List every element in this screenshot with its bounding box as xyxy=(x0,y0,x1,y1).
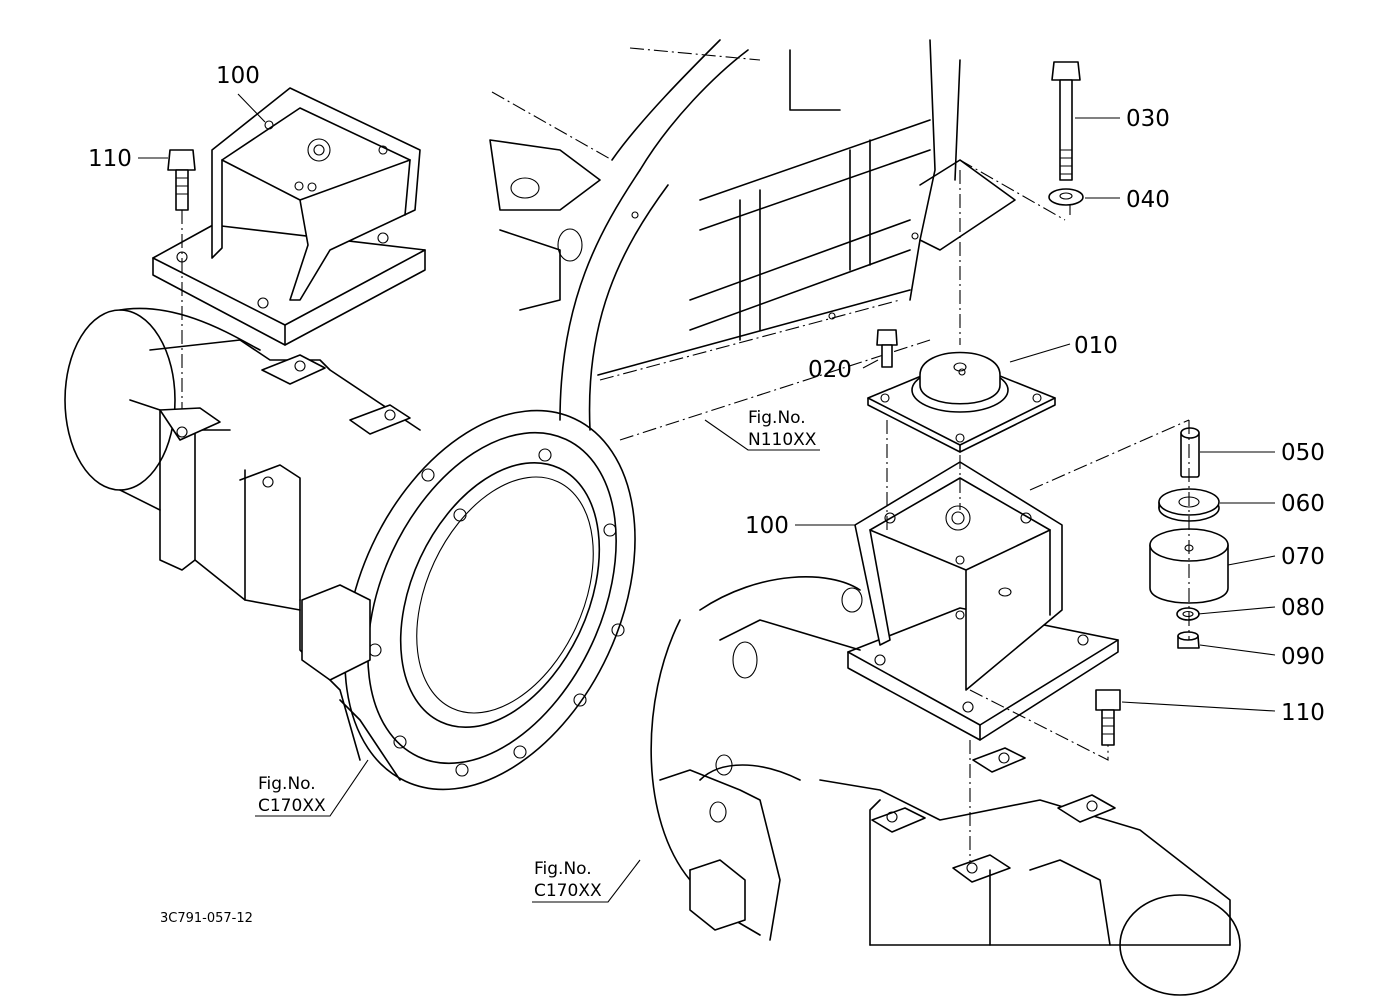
washer-040 xyxy=(1048,188,1084,206)
frame-assembly xyxy=(489,39,1066,441)
fig-ref-n110-line2: N110XX xyxy=(748,430,817,450)
fig-ref-c170-right-line2: C170XX xyxy=(534,881,602,901)
label-040: 040 xyxy=(1126,187,1170,213)
fig-ref-c170-left-line1: Fig.No. xyxy=(258,774,316,794)
label-110-right: 110 xyxy=(1281,700,1325,726)
left-flange xyxy=(301,409,636,791)
collar-050 xyxy=(1180,427,1200,478)
label-100-left: 100 xyxy=(216,63,260,89)
drawing-number: 3C791-057-12 xyxy=(160,911,253,926)
spring-washer-080 xyxy=(1176,607,1200,621)
fig-ref-c170-right-line1: Fig.No. xyxy=(534,859,592,879)
nut-090 xyxy=(1177,631,1200,649)
fig-ref-c170-left-line2: C170XX xyxy=(258,796,326,816)
label-090: 090 xyxy=(1281,644,1325,670)
label-050: 050 xyxy=(1281,440,1325,466)
label-020: 020 xyxy=(808,357,852,383)
right-bolt-110 xyxy=(1095,689,1121,746)
right-bracket-100 xyxy=(847,461,1119,741)
labels: 100 110 030 040 010 020 050 060 070 080 … xyxy=(88,63,1325,926)
leader-lines xyxy=(138,93,1276,903)
left-housing xyxy=(64,307,421,761)
label-070: 070 xyxy=(1281,544,1325,570)
bolt-020 xyxy=(876,329,898,368)
fig-ref-n110-line1: Fig.No. xyxy=(748,408,806,428)
label-100-right: 100 xyxy=(745,513,789,539)
label-080: 080 xyxy=(1281,595,1325,621)
assembly-centerlines xyxy=(886,170,1190,880)
damper-010 xyxy=(867,351,1056,453)
right-housing xyxy=(650,576,1241,996)
bolt-030 xyxy=(1051,61,1081,181)
left-bolt-110 xyxy=(167,149,196,430)
left-bracket-100 xyxy=(152,87,426,346)
label-060: 060 xyxy=(1281,491,1325,517)
label-110-left: 110 xyxy=(88,146,132,172)
label-030: 030 xyxy=(1126,106,1170,132)
label-010: 010 xyxy=(1074,333,1118,359)
